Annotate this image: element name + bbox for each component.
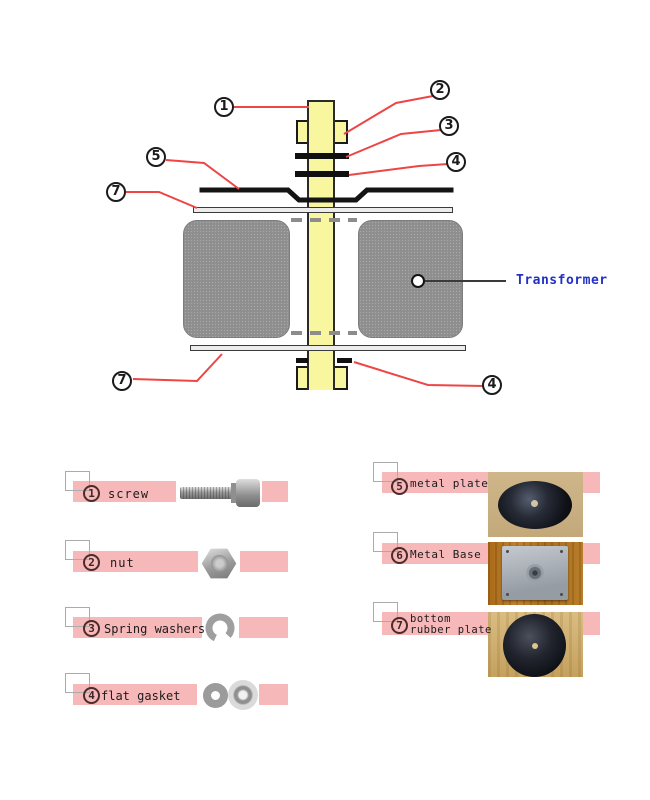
screw-photo-head (236, 479, 260, 507)
leader-line-4-bottom (353, 361, 485, 387)
hidden-edge-dashes-top (291, 218, 357, 222)
bottom-rubber-plate-photo (488, 612, 583, 677)
corner-box-flat-gasket (65, 673, 90, 693)
hidden-edge-dashes-bottom (291, 331, 357, 335)
screw-photo-shaft (180, 487, 233, 499)
flat-gasket-washer-left (203, 683, 228, 708)
corner-box-bottom-rubber-plate (373, 602, 398, 622)
spring-washer-shape (295, 153, 349, 159)
metal-base-center-boss (526, 564, 544, 582)
bottom-rubber-plate-center-dot (532, 643, 538, 649)
metal-base-photo (488, 542, 583, 605)
leader-line-4-top (348, 163, 449, 176)
transformer-body-right (358, 220, 463, 338)
callout-7-bottom: 7 (112, 371, 132, 391)
leader-line-5 (165, 159, 240, 190)
legend-number-metal-plate: 5 (391, 478, 408, 495)
callout-3: 3 (439, 116, 459, 136)
callout-1: 1 (214, 97, 234, 117)
metal-base-screw-dot (560, 593, 563, 596)
legend-number-nut: 2 (83, 554, 100, 571)
leader-line-7-top (126, 191, 198, 209)
legend-label-screw: screw (108, 487, 150, 501)
callout-5: 5 (146, 147, 166, 167)
spring-washer-photo (202, 610, 239, 647)
metal-base-screw-dot (506, 593, 509, 596)
bottom-gasket-left-shape (296, 358, 308, 363)
callout-7-top: 7 (106, 182, 126, 202)
metal-base-plate-shape (502, 546, 568, 600)
transformer-body-left (183, 220, 290, 338)
corner-box-metal-base (373, 532, 398, 552)
transformer-label: Transformer (516, 273, 608, 288)
corner-box-spring-washers (65, 607, 90, 627)
nut-photo (198, 546, 240, 582)
flat-gasket-washer-right (228, 680, 258, 710)
metal-base-plate-bottom (190, 345, 466, 351)
leader-line-3 (345, 129, 442, 158)
metal-plate-photo (488, 472, 583, 537)
flat-gasket-top-shape (295, 171, 349, 177)
leader-line-7-bottom (132, 353, 223, 383)
legend-label-flat-gasket: flat gasket (101, 689, 181, 703)
legend-number-spring-washers: 3 (83, 620, 100, 637)
metal-base-screw-dot (506, 550, 509, 553)
screw-photo-collar (231, 483, 237, 503)
corner-box-metal-plate (373, 462, 398, 482)
legend-band-nut (73, 551, 288, 572)
legend-label-metal-base: Metal Base (410, 548, 482, 561)
legend-label-spring-washers: Spring washers (104, 622, 206, 636)
legend-number-metal-base: 6 (391, 547, 408, 564)
screw-shaft-shape (307, 100, 335, 390)
leader-line-2 (343, 95, 434, 135)
metal-plate-center-dot (531, 500, 538, 507)
legend-number-screw: 1 (83, 485, 100, 502)
bottom-gasket-right-shape (337, 358, 352, 363)
callout-4-top: 4 (446, 152, 466, 172)
nut-photo-hole (211, 555, 228, 572)
metal-base-screw-dot (560, 550, 563, 553)
spring-washer-ring (205, 613, 235, 643)
corner-box-screw (65, 471, 90, 491)
legend-label-metal-plate: metal plate (410, 477, 489, 490)
metal-base-plate-top (193, 207, 453, 213)
legend-number-flat-gasket: 4 (83, 687, 100, 704)
callout-2: 2 (430, 80, 450, 100)
flat-gasket-photo (197, 677, 259, 713)
transformer-marker-dot (411, 274, 425, 288)
corner-box-nut (65, 540, 90, 560)
callout-4-bottom: 4 (482, 375, 502, 395)
screw-photo (176, 473, 262, 512)
legend-number-bottom-rubber-plate: 7 (391, 617, 408, 634)
legend-label-bottom-rubber-plate: bottom rubber plate (410, 613, 492, 636)
legend-label-nut: nut (110, 556, 135, 570)
